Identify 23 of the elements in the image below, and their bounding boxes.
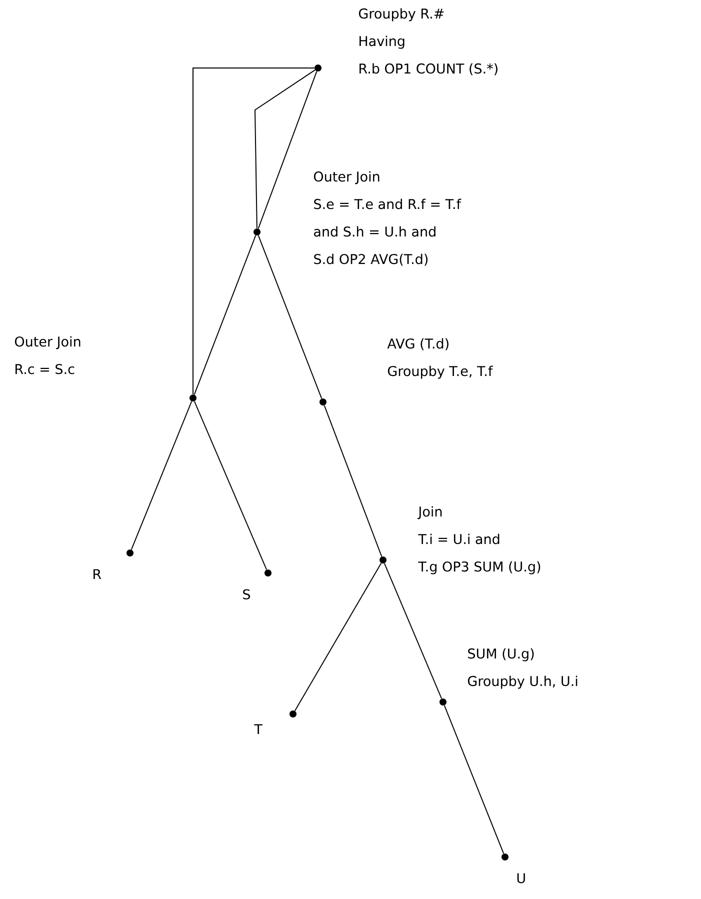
tree-edge [194, 234, 256, 396]
tree-edge [194, 400, 268, 570]
node-label: Outer Join [314, 171, 380, 184]
operator-label: R [94, 569, 102, 580]
tree-edge [294, 562, 382, 712]
operator-label: U [517, 873, 525, 884]
tree-edge [384, 562, 442, 700]
operator-label: Groupby R.# Having R.b OP1 COUNT (S.*) [358, 8, 498, 76]
operator-label: AVG (T.d) Groupby T.e, T.f [387, 338, 493, 379]
node-label: and S.h = U.h and [314, 226, 436, 237]
node-label: S.e = T.e and R.f = T.f [314, 198, 462, 210]
tree-edge [192, 68, 315, 395]
operator-label: SUM (U.g) Groupby U.h, U.i [468, 648, 578, 689]
operator-label: S [243, 589, 250, 600]
tree-edge [324, 404, 382, 558]
operator-label: Outer Join R.c = S.c [14, 336, 80, 374]
operator-label: Join T.i = U.i and T.g OP3 SUM (U.g) [418, 506, 540, 574]
tree-edge [444, 704, 504, 854]
tree-edge [130, 400, 192, 550]
tree-edge [258, 234, 322, 400]
node-label: S.d OP2 AVG(T.d) [314, 254, 428, 266]
operator-label: Outer Join S.e = T.e and R.f = T.f and S.h = U.h and S.d OP2 AVG(T.d) [314, 171, 462, 266]
operator-label: T [254, 724, 262, 734]
